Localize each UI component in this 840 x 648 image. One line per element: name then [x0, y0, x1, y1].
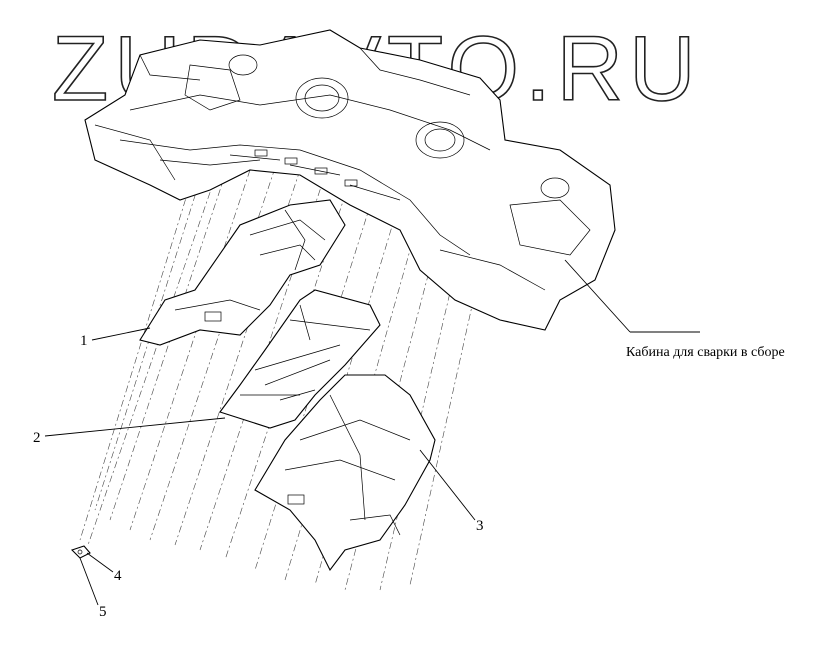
callout-3: 3 [476, 518, 484, 534]
part-3-rear-floor-panel [254, 374, 436, 572]
callout-2: 2 [33, 430, 41, 446]
callout-4: 4 [114, 568, 122, 584]
assembly-caption: Кабина для сварки в сборе [626, 345, 785, 360]
part-1-left-floor-panel [139, 199, 346, 346]
part-2-center-tunnel-panel [219, 289, 381, 429]
callout-5: 5 [99, 604, 107, 620]
leader-lines [44, 259, 700, 606]
callout-1: 1 [80, 333, 88, 349]
part-4-small-bracket [70, 545, 91, 559]
cabin-floor-assembly [84, 29, 616, 331]
